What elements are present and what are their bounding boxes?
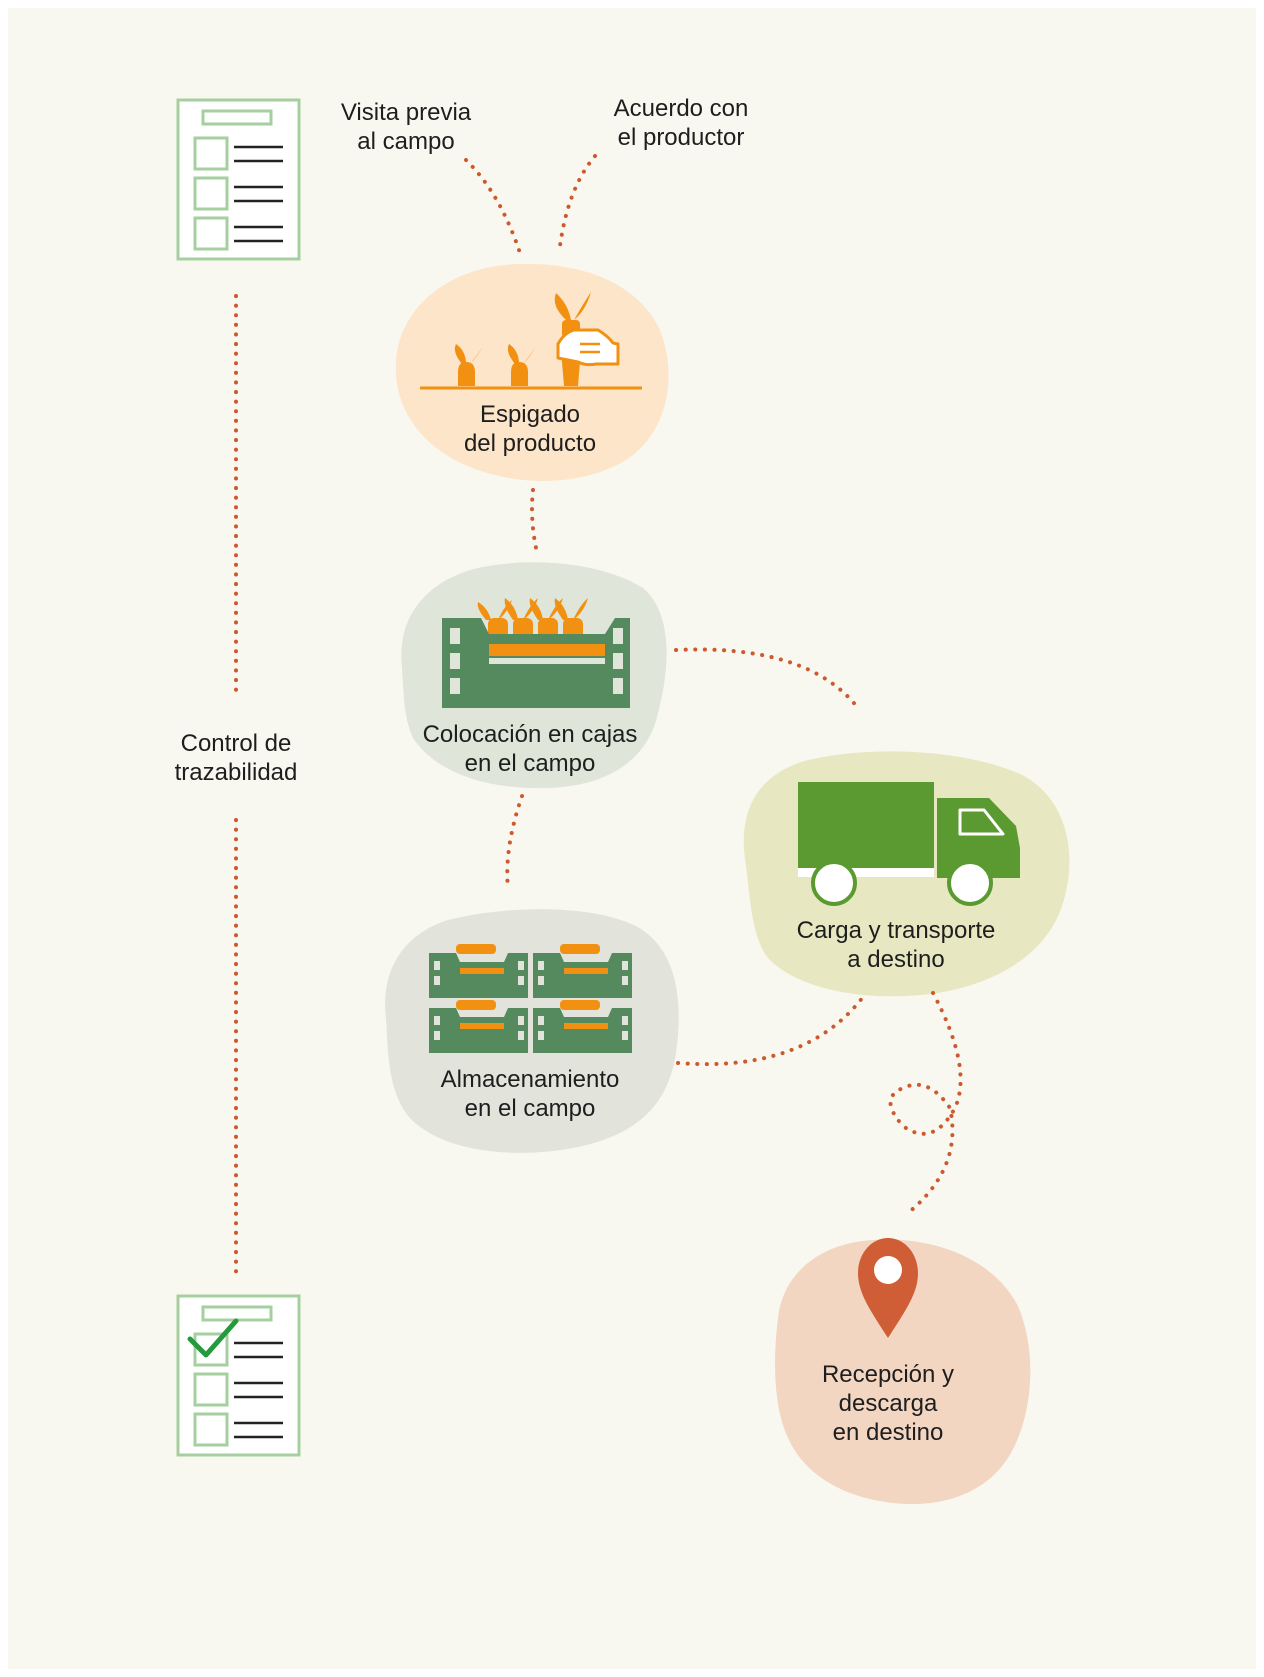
path-truck-reception xyxy=(888,991,963,1215)
path-visit xyxy=(464,158,522,255)
path-boxing-truck xyxy=(674,647,860,710)
crate-icon xyxy=(442,598,630,708)
check-mark-icon xyxy=(187,1318,239,1358)
checklist-checked-icon xyxy=(176,1294,301,1457)
path-harvest-boxing xyxy=(530,488,538,550)
path-boxing-storage xyxy=(505,794,524,890)
checklist-icon xyxy=(176,98,301,261)
blob-harvest xyxy=(395,263,669,481)
path-storage-truck xyxy=(676,991,868,1067)
blob-reception xyxy=(775,1239,1031,1505)
location-pin-icon xyxy=(858,1238,918,1338)
truck-icon xyxy=(798,782,1020,906)
stacked-crates-icon xyxy=(429,944,632,1053)
carrot-harvest-icon xyxy=(420,292,642,390)
path-agreement xyxy=(558,154,597,248)
